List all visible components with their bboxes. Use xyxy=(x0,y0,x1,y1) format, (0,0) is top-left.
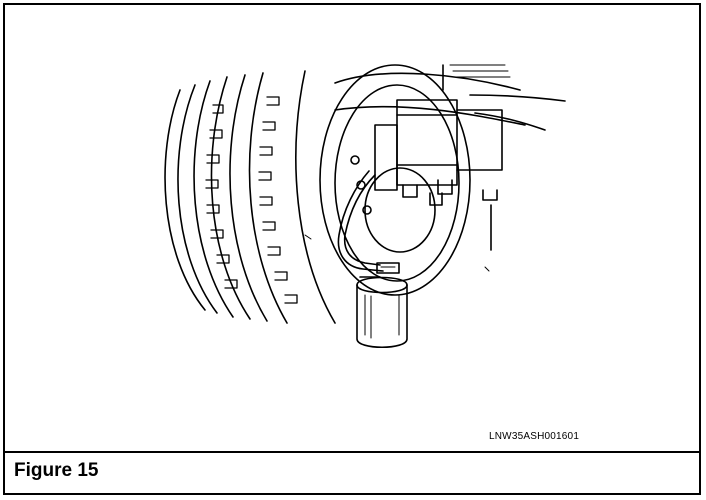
figure-frame xyxy=(3,3,701,495)
brake-bleeding-illustration xyxy=(164,64,566,348)
figure-caption: Figure 15 xyxy=(14,460,99,481)
figure-area: LNW35ASH001601 xyxy=(5,5,699,453)
figure-code-label: LNW35ASH001601 xyxy=(489,431,580,442)
